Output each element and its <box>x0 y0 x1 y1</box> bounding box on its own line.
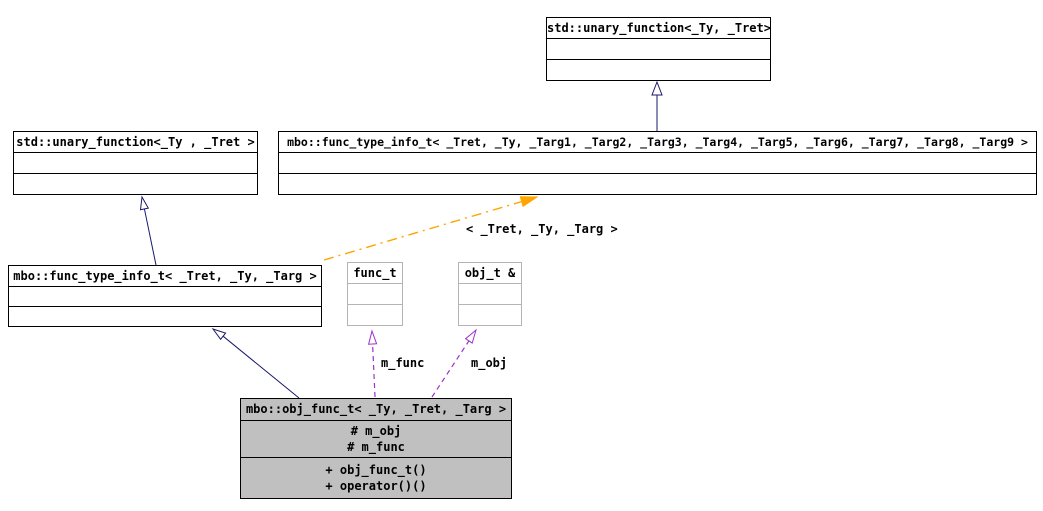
method-operator-call: + operator()() <box>325 479 427 493</box>
usage-edge-m-func <box>367 329 378 398</box>
class-box-std-unary-function-top[interactable]: std::unary_function<_Ty, _Tret> <box>546 17 771 81</box>
methods-compartment-empty <box>9 306 321 326</box>
attributes-compartment-empty <box>279 152 1036 173</box>
m-obj-edge-label: m_obj <box>471 356 508 370</box>
class-title: mbo::obj_func_t< _Ty, _Tret, _Targ > <box>245 402 507 416</box>
attributes-compartment: # m_obj # m_func <box>241 420 511 457</box>
attribute-m-obj: # m_obj <box>350 424 402 438</box>
template-args-edge-label: < _Tret, _Ty, _Targ > <box>466 222 618 236</box>
attributes-compartment-empty <box>9 286 321 306</box>
template-instantiation-edge <box>323 196 539 261</box>
attributes-compartment-empty <box>14 152 257 173</box>
class-title: mbo::func_type_info_t< _Tret, _Ty, _Targ… <box>287 135 1028 149</box>
class-title: mbo::func_type_info_t< _Tret, _Ty, _Targ… <box>13 269 317 283</box>
class-title: std::unary_function<_Ty , _Tret > <box>16 135 255 149</box>
methods-compartment-empty <box>279 173 1036 194</box>
class-box-func-type-info[interactable]: mbo::func_type_info_t< _Tret, _Ty, _Targ… <box>8 265 322 327</box>
class-box-func-t: func_t <box>347 262 403 326</box>
class-title: obj_t & <box>464 266 516 280</box>
inheritance-edge-objfunc-to-functypeinfo <box>211 328 300 399</box>
methods-compartment-empty <box>547 59 770 80</box>
m-func-edge-label: m_func <box>381 356 425 370</box>
class-box-obj-t-ref: obj_t & <box>458 262 522 326</box>
attribute-m-func: # m_func <box>347 440 405 454</box>
method-obj-func-t: + obj_func_t() <box>325 463 427 477</box>
inheritance-edge-fulltemplate-to-unary <box>651 80 663 131</box>
class-box-obj-func-t-current: mbo::obj_func_t< _Ty, _Tret, _Targ > # m… <box>240 398 512 499</box>
usage-edge-m-obj <box>431 328 477 398</box>
methods-compartment-empty <box>14 173 257 194</box>
class-title: func_t <box>353 266 397 280</box>
methods-compartment: + obj_func_t() + operator()() <box>241 457 511 498</box>
class-box-func-type-info-full[interactable]: mbo::func_type_info_t< _Tret, _Ty, _Targ… <box>278 131 1037 195</box>
class-box-std-unary-function-left[interactable]: std::unary_function<_Ty , _Tret > <box>13 131 258 195</box>
inheritance-edge-template-to-unary <box>139 195 157 266</box>
attributes-compartment-empty <box>348 283 402 304</box>
attributes-compartment-empty <box>547 38 770 59</box>
methods-compartment-empty <box>459 304 521 325</box>
methods-compartment-empty <box>348 304 402 325</box>
class-title: std::unary_function<_Ty, _Tret> <box>547 21 771 35</box>
attributes-compartment-empty <box>459 283 521 304</box>
